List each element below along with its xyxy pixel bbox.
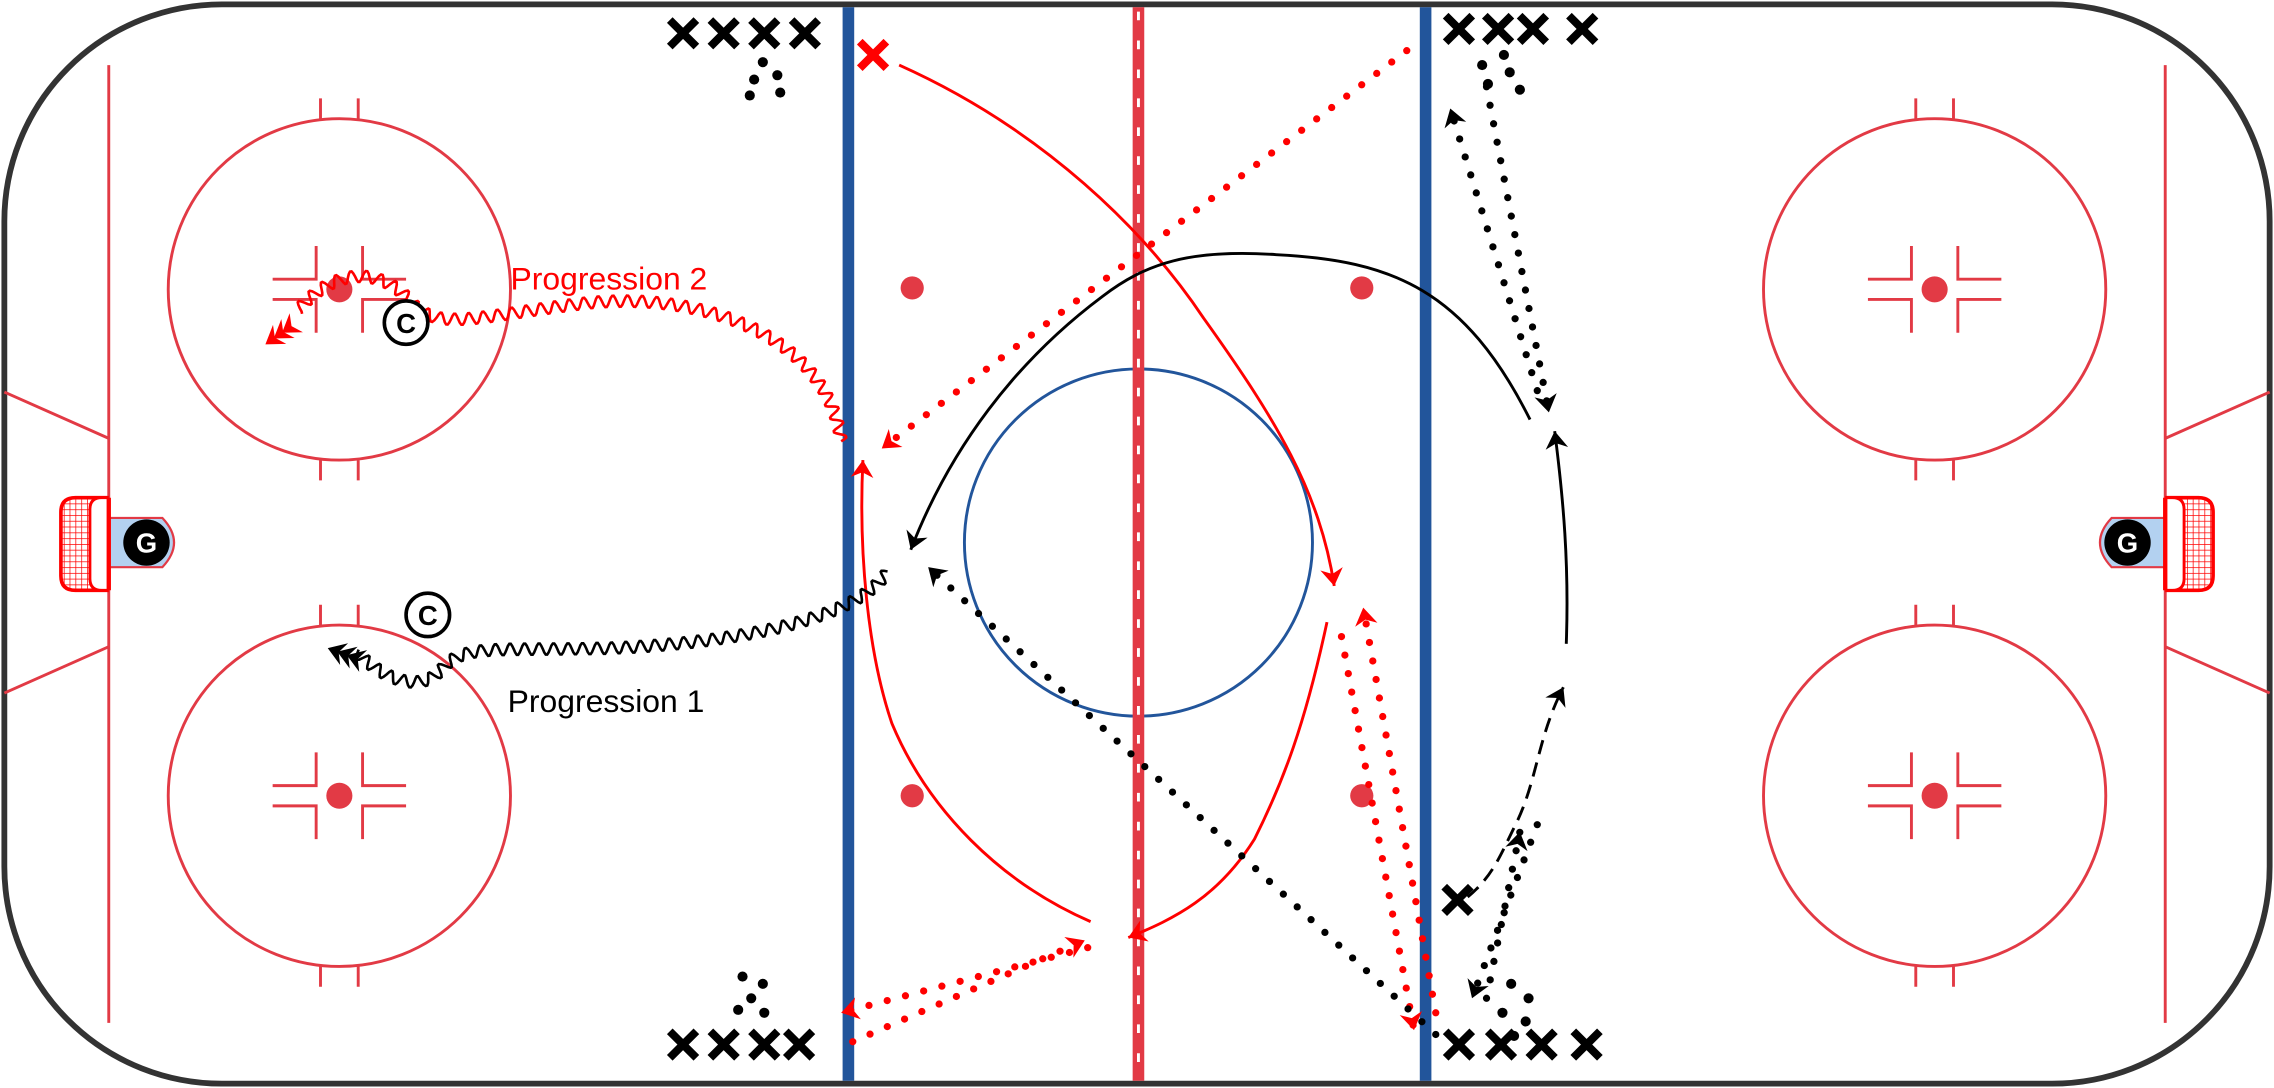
coach-bottom-label: C [418,600,438,631]
faceoff-dot [1921,782,1948,809]
goalie-left-label: G [136,528,157,559]
black-pass-diagonal [924,563,1440,1039]
stop-chevrons-red-icon [265,313,303,345]
center-red-line [1132,7,1145,1081]
red-pass-top [878,47,1411,453]
puck-pile-bottom-right [1497,978,1534,1041]
progression-2-label: Progression 2 [510,260,707,296]
faceoff-circle [166,604,512,987]
black-pass-top-a [1482,83,1557,416]
faceoff-dot [326,782,353,809]
trapezoid-left [3,390,110,695]
coach-marker-top[interactable]: C [382,299,430,347]
goalie-right[interactable]: G [2104,519,2151,566]
blue-line-right [1419,7,1432,1081]
black-skate-path-right [1545,430,1569,644]
puck-pile-bottom-left [733,971,770,1018]
red-puck-carry-progression-2 [296,269,848,443]
stop-chevrons-black-icon [327,643,368,672]
coach-marker-bottom[interactable]: C [404,591,452,639]
faceoff-dot [1921,276,1948,303]
puck-pile-top-left [744,57,786,101]
black-pass-bottom-a [1467,821,1541,1002]
red-skate-path-left [850,460,1092,923]
coach-top-label: C [396,308,416,339]
red-skate-path-right [1127,621,1329,942]
red-skate-path-top [898,63,1343,587]
blue-line-left [842,7,855,1081]
black-dashed-skate [1466,686,1566,899]
black-puck-carry-progression-1 [354,569,888,689]
red-pass-right-b [1355,604,1440,1017]
goalie-right-label: G [2117,528,2138,559]
progression-1-label: Progression 1 [508,683,705,719]
trapezoid-right [2164,390,2271,695]
faceoff-circle [1762,604,2108,987]
black-skate-path-top [906,251,1532,551]
goalie-left[interactable]: G [123,519,170,566]
faceoff-circle [1762,98,2108,481]
black-pass-top-b [1444,104,1541,395]
puck-pile-top-right [1477,49,1525,95]
neutral-zone-dots [900,276,1374,808]
